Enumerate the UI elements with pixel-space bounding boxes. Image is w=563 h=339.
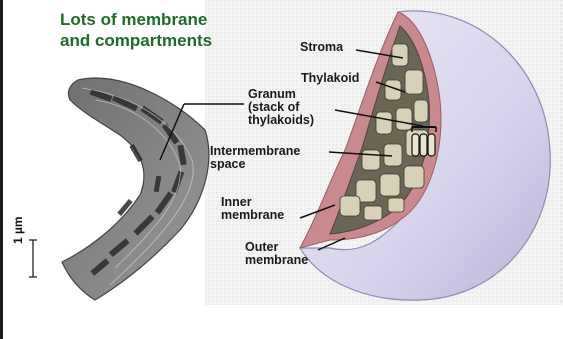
label-stroma: Stroma bbox=[300, 41, 343, 54]
highlighted-granum bbox=[412, 134, 435, 156]
scale-bar bbox=[29, 240, 37, 277]
label-outer-line-2: membrane bbox=[245, 254, 308, 267]
label-inner-membrane: Inner membrane bbox=[221, 196, 284, 222]
label-thylakoid: Thylakoid bbox=[301, 72, 359, 85]
title-line-1: Lots of membrane bbox=[60, 9, 212, 30]
figure-title: Lots of membrane and compartments bbox=[60, 9, 212, 51]
label-intermembrane-space: Intermembrane space bbox=[210, 145, 300, 171]
scale-bar-label: 1 µm bbox=[11, 216, 25, 244]
label-outer-membrane: Outer membrane bbox=[245, 241, 308, 267]
micrograph-body bbox=[62, 78, 209, 300]
label-granum-line-3: thylakoids) bbox=[248, 114, 314, 127]
label-intermembrane-line-2: space bbox=[210, 158, 300, 171]
label-granum: Granum (stack of thylakoids) bbox=[248, 88, 314, 127]
micrograph bbox=[62, 78, 209, 300]
label-inner-line-2: membrane bbox=[221, 209, 284, 222]
title-line-2: and compartments bbox=[60, 30, 212, 51]
